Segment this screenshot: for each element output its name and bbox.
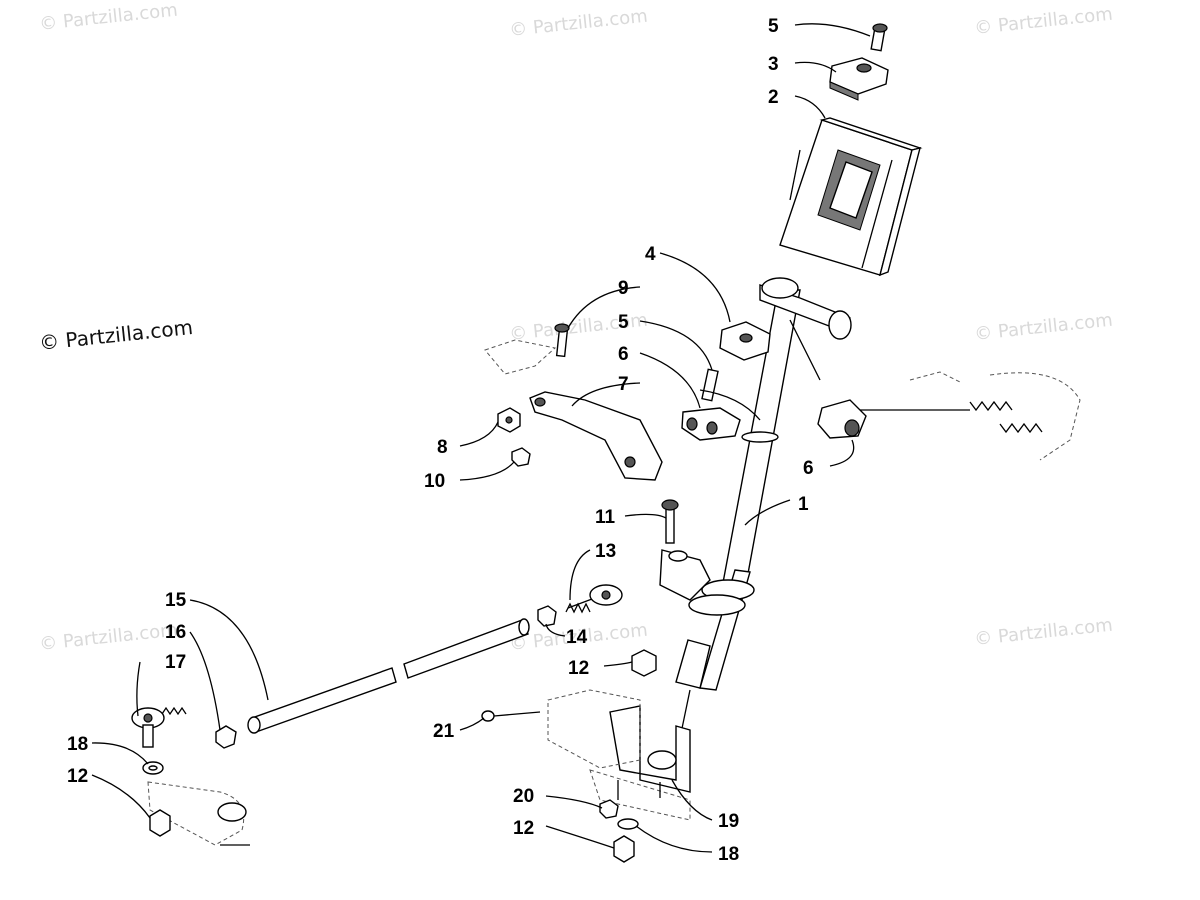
callout-3: 3 bbox=[768, 54, 779, 75]
callout-13: 13 bbox=[595, 541, 616, 562]
steering-post bbox=[675, 277, 852, 739]
tie-rod-end-13 bbox=[565, 584, 623, 614]
callout-4: 4 bbox=[645, 244, 656, 265]
callout-8: 8 bbox=[437, 437, 448, 458]
callout-2: 2 bbox=[768, 87, 779, 108]
callout-16: 16 bbox=[165, 622, 186, 643]
top-bolt bbox=[870, 23, 888, 52]
callout-11: 11 bbox=[595, 507, 616, 528]
nut-12-left bbox=[149, 809, 171, 837]
callout-5-top: 5 bbox=[768, 16, 779, 37]
callout-14: 14 bbox=[566, 627, 588, 648]
nut-12-right bbox=[613, 835, 635, 863]
callout-12-middle: 12 bbox=[568, 658, 589, 679]
leader-lines bbox=[91, 23, 871, 853]
jam-nut-14 bbox=[537, 605, 557, 627]
lower-bracket bbox=[547, 689, 691, 821]
callout-10: 10 bbox=[424, 471, 445, 492]
callout-18-right: 18 bbox=[718, 844, 739, 865]
callout-21: 21 bbox=[433, 721, 455, 742]
watermark-top-left: © Partzilla.com bbox=[38, 0, 178, 35]
callout-18-left: 18 bbox=[67, 734, 88, 755]
watermark-main: © Partzilla.com bbox=[38, 315, 194, 355]
callout-17: 17 bbox=[165, 652, 186, 673]
spring-assembly bbox=[484, 339, 1081, 461]
washer-18-left bbox=[142, 761, 164, 775]
callout-labels: 5 3 2 4 9 5 6 7 8 10 6 1 11 13 14 12 15 … bbox=[67, 16, 814, 865]
callout-12-left: 12 bbox=[67, 766, 88, 787]
callout-12-right: 12 bbox=[513, 818, 534, 839]
callout-1: 1 bbox=[798, 494, 809, 515]
nut-12-middle bbox=[631, 649, 657, 677]
bolt-9 bbox=[554, 323, 570, 358]
callout-15: 15 bbox=[165, 590, 187, 611]
callout-9: 9 bbox=[618, 278, 629, 299]
nut-20 bbox=[599, 799, 619, 819]
callout-6-right: 6 bbox=[803, 458, 814, 479]
callout-20: 20 bbox=[513, 786, 534, 807]
bolt-21 bbox=[481, 710, 541, 722]
bushing-right bbox=[817, 399, 867, 439]
watermark-top-center: © Partzilla.com bbox=[508, 6, 648, 41]
handlebar-block bbox=[779, 117, 923, 277]
callout-5-middle: 5 bbox=[618, 312, 629, 333]
nut-8 bbox=[497, 407, 521, 433]
jam-nut-16 bbox=[215, 725, 237, 749]
watermark-mid-right: © Partzilla.com bbox=[973, 310, 1113, 345]
post-clamp bbox=[719, 321, 771, 361]
bushing-left bbox=[681, 407, 741, 441]
clamp-bolt bbox=[701, 368, 719, 402]
mounting-bracket bbox=[529, 391, 663, 481]
watermark-top-right: © Partzilla.com bbox=[973, 4, 1113, 39]
callout-6-left: 6 bbox=[618, 344, 629, 365]
tie-rod-end-17 bbox=[131, 706, 187, 748]
tie-rod bbox=[247, 618, 530, 734]
pivot-arm bbox=[659, 549, 711, 601]
watermark-bottom-right: © Partzilla.com bbox=[973, 615, 1113, 650]
callout-19: 19 bbox=[718, 811, 739, 832]
nut-10 bbox=[511, 447, 531, 467]
callout-7: 7 bbox=[618, 374, 629, 395]
washer-18-right bbox=[617, 818, 639, 830]
watermark-bottom-left: © Partzilla.com bbox=[38, 620, 178, 655]
steering-arm bbox=[147, 781, 250, 846]
top-clamp bbox=[829, 57, 889, 101]
bolt-11 bbox=[661, 499, 679, 544]
